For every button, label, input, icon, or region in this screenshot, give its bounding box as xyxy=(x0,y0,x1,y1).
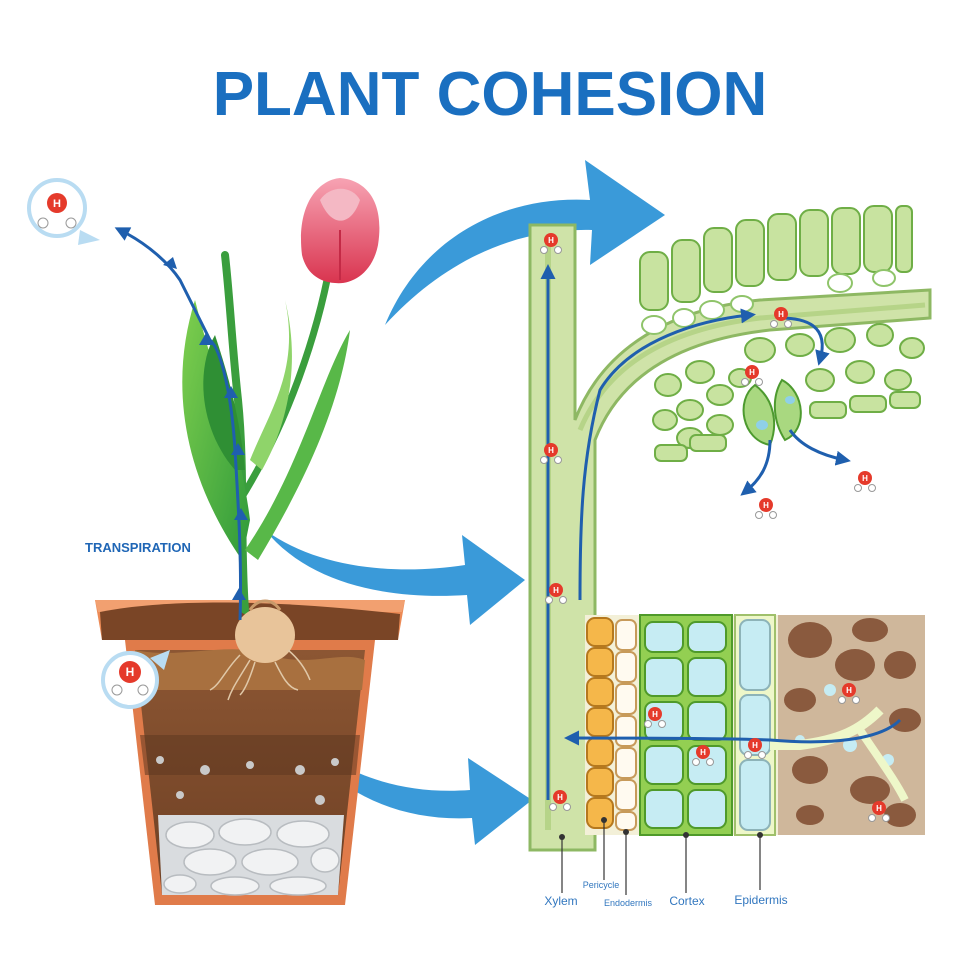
flow-arrowheads xyxy=(163,257,248,600)
svg-text:H: H xyxy=(749,368,755,377)
curved-arrow-middle xyxy=(265,530,525,625)
label-cortex: Cortex xyxy=(669,894,704,908)
svg-text:H: H xyxy=(126,665,135,679)
water-molecule-icon: H xyxy=(540,233,562,254)
water-molecule-icon: H xyxy=(854,471,876,492)
svg-text:H: H xyxy=(548,446,554,455)
stomata xyxy=(742,378,802,447)
svg-text:H: H xyxy=(862,474,868,483)
svg-text:H: H xyxy=(53,198,61,210)
curved-arrow-top xyxy=(385,160,665,325)
water-flow-arrows xyxy=(540,264,902,800)
water-molecule-icon: H xyxy=(755,498,777,519)
flower-pot xyxy=(95,600,405,905)
svg-text:H: H xyxy=(557,793,563,802)
svg-text:H: H xyxy=(846,686,852,695)
svg-text:H: H xyxy=(763,501,769,510)
label-epidermis: Epidermis xyxy=(734,893,787,907)
svg-text:H: H xyxy=(700,748,706,757)
flow-arrow-icon xyxy=(114,227,243,621)
svg-text:H: H xyxy=(553,586,559,595)
transpiration-label: TRANSPIRATION xyxy=(85,540,191,555)
label-endodermis: Endodermis xyxy=(604,898,653,908)
page-title: PLANT COHESION xyxy=(213,60,768,129)
water-molecule-icon: H xyxy=(545,583,567,604)
water-molecule-icon: H xyxy=(838,683,860,704)
water-molecules: H H H H H H H H H H H H H xyxy=(540,233,890,822)
label-xylem: Xylem xyxy=(544,894,577,908)
root-cross-section xyxy=(585,614,925,836)
water-molecule-icon: H xyxy=(770,307,792,328)
water-molecule-icon: H xyxy=(549,790,571,811)
water-molecule-icon: H xyxy=(744,738,766,759)
svg-text:H: H xyxy=(778,310,784,319)
molecule-badge-top: H xyxy=(27,178,100,245)
molecule-badge-pot: H xyxy=(101,650,170,709)
water-molecule-icon: H xyxy=(868,801,890,822)
tulip-plant xyxy=(182,178,380,701)
curved-arrows xyxy=(265,160,665,845)
svg-text:H: H xyxy=(752,741,758,750)
svg-text:H: H xyxy=(876,804,882,813)
water-molecule-icon: H xyxy=(540,443,562,464)
structure-labels: Xylem Pericycle Endodermis Cortex Epider… xyxy=(544,817,788,908)
water-molecule-icon: H xyxy=(692,745,714,766)
water-molecule-icon: H xyxy=(741,365,763,386)
water-molecule-icon: H xyxy=(644,707,666,728)
leaf-cross-section xyxy=(639,205,925,462)
svg-text:H: H xyxy=(548,236,554,245)
label-pericycle: Pericycle xyxy=(583,880,620,890)
svg-text:H: H xyxy=(652,710,658,719)
curved-arrow-bottom xyxy=(285,725,532,845)
